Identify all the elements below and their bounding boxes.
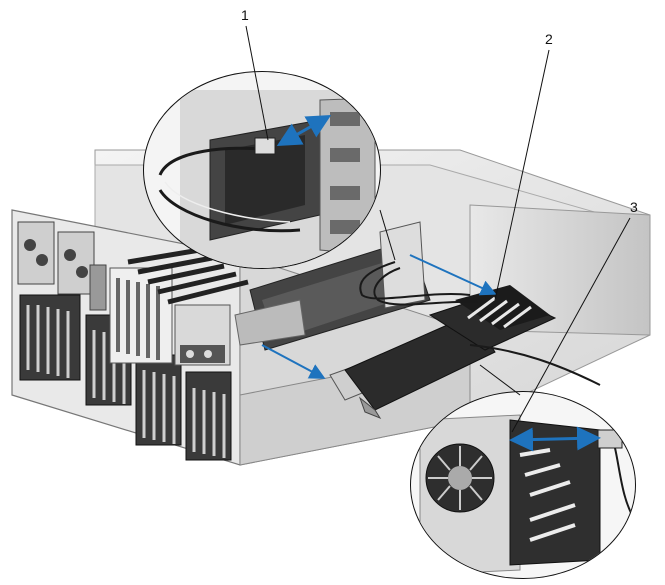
chassis-interior <box>127 221 431 351</box>
power-supply-bays <box>17 221 107 311</box>
svg-text:3: 3 <box>630 199 638 215</box>
expansion-slots <box>109 267 231 366</box>
removal-arrows <box>261 254 497 379</box>
detail-inset-bottom <box>410 364 636 579</box>
double-arrow-icon <box>276 115 332 146</box>
cable <box>359 261 601 386</box>
connector-icon <box>254 137 276 155</box>
detail-inset-top <box>143 71 396 269</box>
callout-2: 2 <box>494 31 553 301</box>
svg-text:2: 2 <box>545 31 553 47</box>
callout-1: 1 <box>241 7 269 141</box>
drive-bays <box>19 294 232 461</box>
svg-text:1: 1 <box>241 7 249 23</box>
expansion-card <box>329 285 557 420</box>
callout-3: 3 <box>511 199 638 433</box>
fan-icon <box>425 443 495 513</box>
double-arrow-icon <box>509 426 601 452</box>
